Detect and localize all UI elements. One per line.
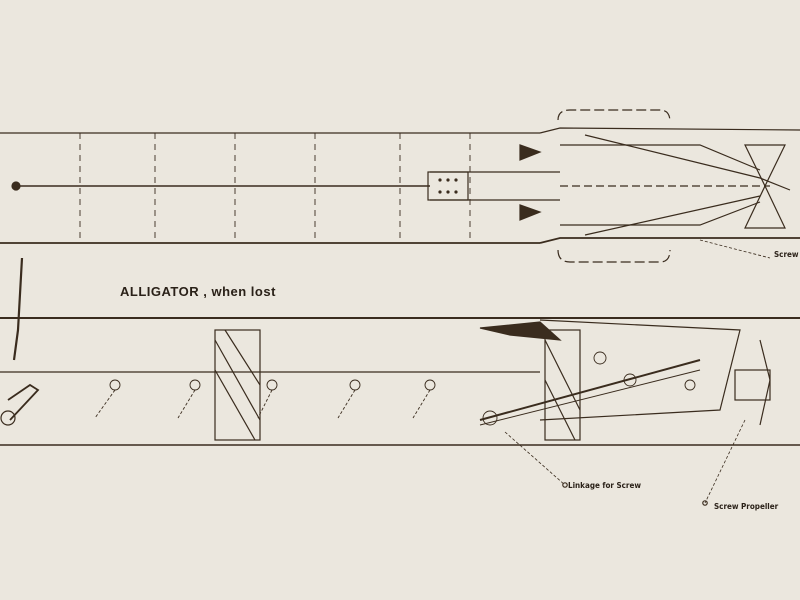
leader-dot: [702, 500, 708, 506]
leader-lines: [504, 239, 771, 504]
oar-mechanisms: [94, 351, 696, 426]
top-view-hull: [0, 109, 800, 263]
side-view-hull: [0, 257, 800, 446]
leader-dot: [562, 482, 568, 488]
drawing-title: ALLIGATOR , when lost: [120, 284, 276, 299]
rivet-block: [438, 178, 458, 194]
top-view-frames: [79, 133, 471, 243]
label-screw: Screw: [774, 250, 799, 259]
label-linkage: Linkage for Screw: [568, 481, 642, 490]
label-propeller: Screw Propeller: [714, 502, 779, 511]
